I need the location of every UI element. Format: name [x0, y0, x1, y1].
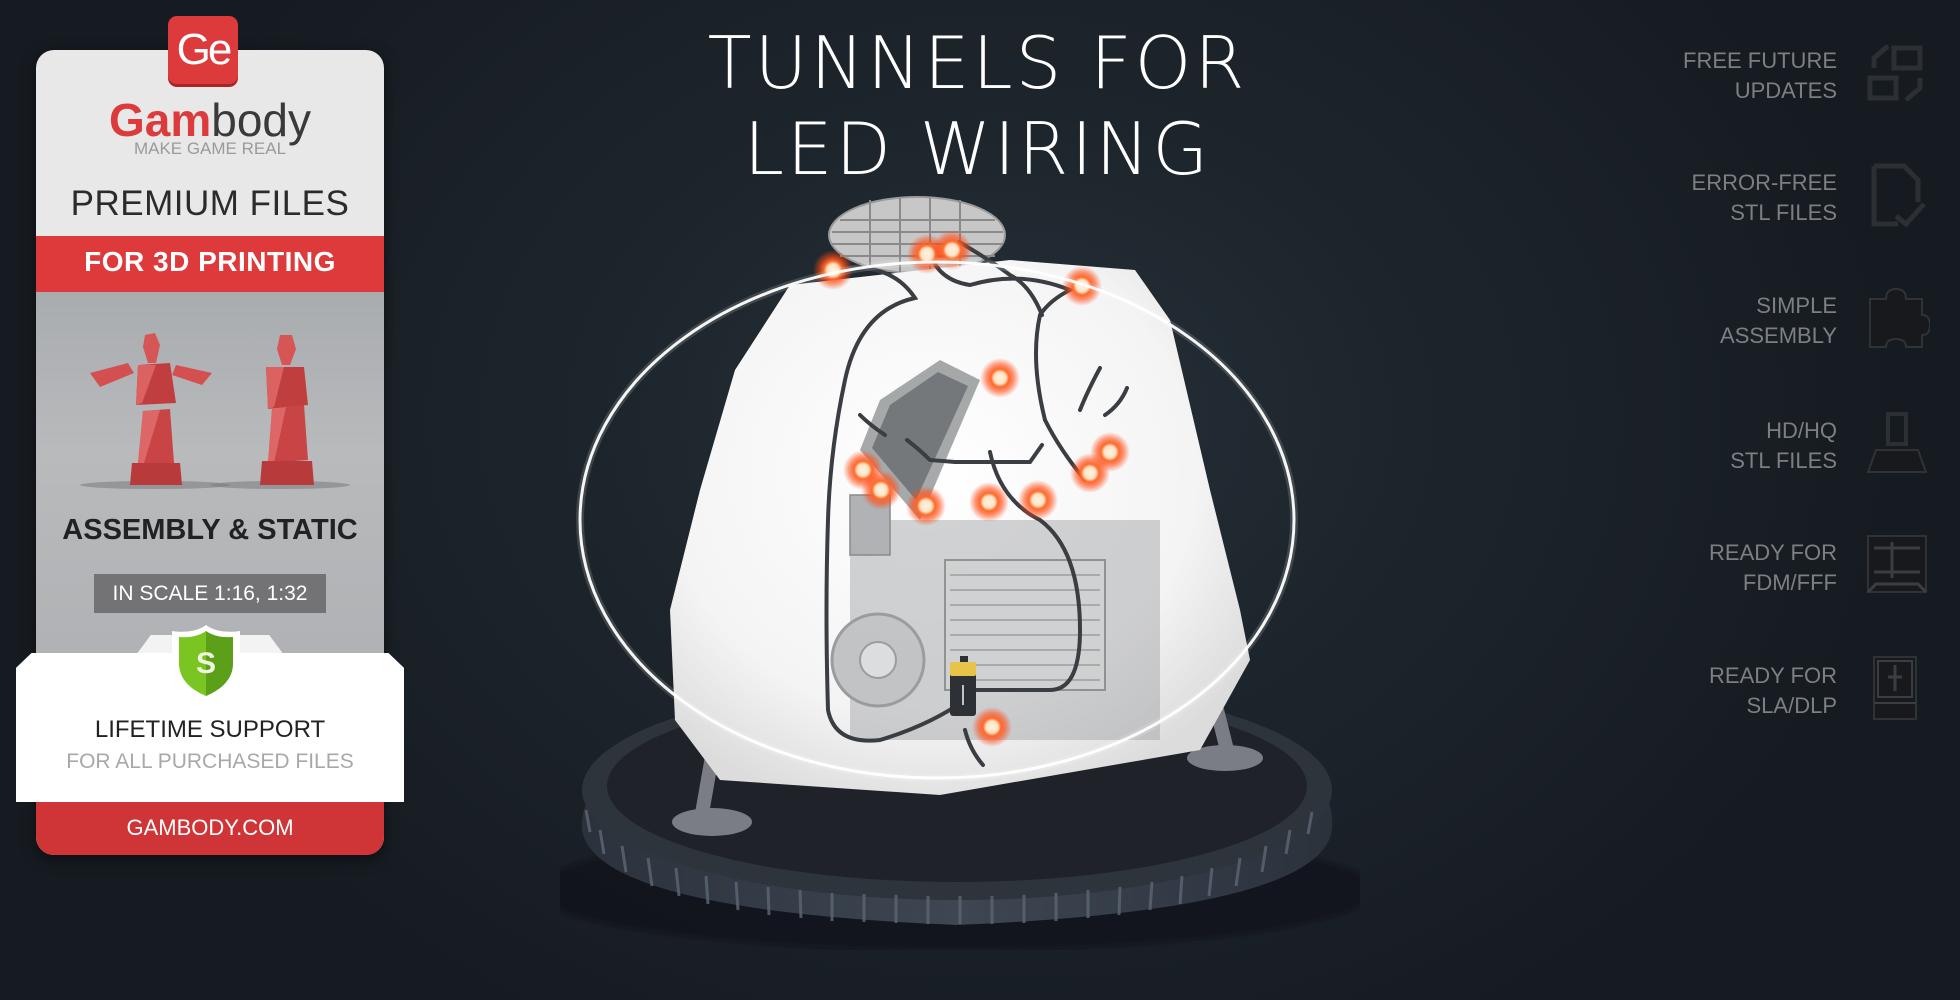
file-check-icon: [1871, 163, 1926, 228]
sla-printer-icon: [1873, 656, 1917, 720]
model-category: ASSEMBLY & STATIC: [62, 514, 358, 546]
brand-name-light: body: [211, 94, 311, 146]
website-link[interactable]: GAMBODY.COM: [126, 815, 294, 840]
footer-band: [36, 792, 384, 855]
puzzle-icon: [1869, 287, 1930, 348]
svg-text:S: S: [196, 647, 216, 680]
brand-tagline: MAKE GAME REAL: [133, 139, 287, 158]
highlight-ring: [578, 260, 1296, 780]
red-band: [36, 236, 384, 292]
figurines-illustration: [80, 333, 350, 489]
brand-name-bold: Gam: [108, 94, 212, 146]
promo-headline: PREMIUM FILES: [70, 184, 350, 223]
capsule-led-illustration: [560, 196, 1360, 950]
fdm-printer-icon: [1866, 535, 1928, 594]
promo-band-text: FOR 3D PRINTING: [84, 246, 336, 277]
figurine-arms-out: [90, 333, 212, 485]
figurine-standing: [260, 335, 314, 485]
hd-print-icon: [1866, 412, 1928, 473]
battery-icon: [950, 656, 976, 716]
update-arrows-icon: [1867, 44, 1923, 102]
title-line-1: TUNNELS FOR: [707, 21, 1248, 105]
led-wires: [824, 240, 1129, 767]
shield-s-icon: S: [172, 625, 240, 703]
brand-wordmark[interactable]: Gambody: [36, 92, 384, 148]
capsule-interior: [830, 360, 1160, 740]
support-subtitle: FOR ALL PURCHASED FILES: [66, 750, 354, 773]
page-title: TUNNELS FOR LED WIRING: [600, 20, 1355, 192]
scale-tag: IN SCALE 1:16, 1:32: [94, 574, 326, 613]
support-title: LIFETIME SUPPORT: [94, 716, 326, 743]
led-lights: [813, 230, 1130, 747]
product-preview-area: [36, 292, 384, 692]
gambody-logo-mark[interactable]: Ge: [168, 16, 238, 84]
title-line-2: LED WIRING: [743, 107, 1212, 191]
